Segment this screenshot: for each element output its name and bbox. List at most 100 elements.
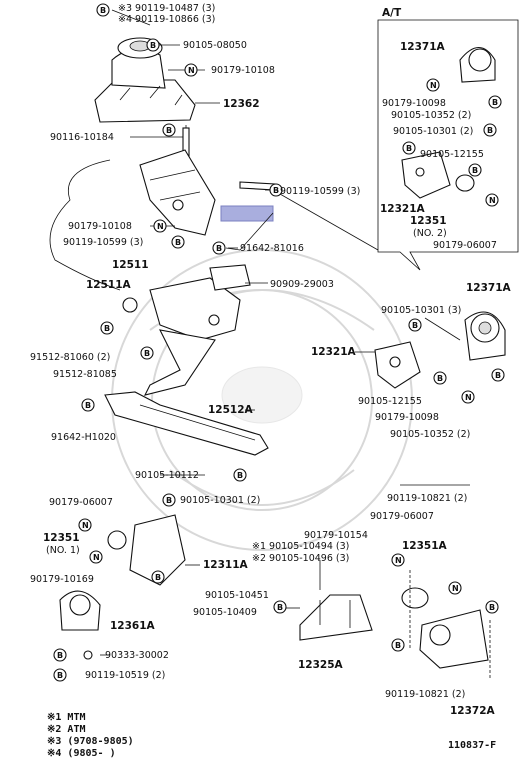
bubble-b[interactable]: B [140, 346, 154, 360]
label-90116-10184: 90116-10184 [50, 132, 114, 143]
svg-text:B: B [495, 371, 501, 380]
label-12361a: 12361A [110, 620, 156, 632]
svg-text:B: B [395, 641, 401, 650]
bubble-b[interactable]: B [433, 371, 447, 385]
bubble-b[interactable]: B [273, 600, 287, 614]
bubble-b[interactable]: B [212, 241, 226, 255]
label-90105-12155-at: 90105-12155 [420, 149, 484, 160]
bubble-b[interactable]: B [233, 468, 247, 482]
label-90119-10866: ※4 90119-10866 (3) [118, 14, 215, 25]
label-90333-30002: 90333-30002 [105, 650, 169, 661]
label-90119-10487: ※3 90119-10487 (3) [118, 3, 215, 14]
legend-item-2: ※2 ATM [47, 724, 85, 735]
bubble-b[interactable]: B [483, 123, 497, 137]
label-90105-10112: 90105-10112 [135, 470, 199, 481]
svg-text:B: B [273, 186, 279, 195]
bubble-markers: B B N B B N B B B B B B B B B N B N B B … [53, 3, 505, 682]
bubble-b[interactable]: B [391, 638, 405, 652]
at-parts-drawing [401, 46, 496, 199]
bubble-n[interactable]: N [461, 390, 475, 404]
bubble-b[interactable]: B [162, 123, 176, 137]
label-91512-81085: 91512-81085 [53, 369, 117, 380]
bubble-n[interactable]: N [78, 518, 92, 532]
label-12371a-right: 12371A [466, 282, 512, 294]
svg-text:N: N [93, 553, 100, 562]
bubble-n[interactable]: N [89, 550, 103, 564]
svg-text:B: B [237, 471, 243, 480]
highlight-box[interactable] [220, 205, 274, 222]
label-90119-10821-top: 90119-10821 (2) [387, 493, 467, 504]
svg-text:B: B [57, 671, 63, 680]
bubble-n[interactable]: N [448, 581, 462, 595]
label-90105-10451: 90105-10451 [205, 590, 269, 601]
bubble-b[interactable]: B [491, 368, 505, 382]
label-90179-10108-top: 90179-10108 [211, 65, 275, 76]
label-90105-12155-right: 90105-12155 [358, 396, 422, 407]
bubble-b[interactable]: B [162, 493, 176, 507]
label-12351a: 12351A [402, 540, 448, 552]
bubble-n[interactable]: N [391, 553, 405, 567]
bubble-b[interactable]: B [488, 95, 502, 109]
label-91642-h1020: 91642-H1020 [51, 432, 116, 443]
label-90909-29003: 90909-29003 [270, 279, 334, 290]
label-91642-81016: 91642-81016 [240, 243, 304, 254]
label-90105-10301-left: 90105-10301 (2) [180, 495, 260, 506]
legend-item-3: ※3 (9708-9805) [47, 736, 134, 747]
bubble-n[interactable]: N [153, 219, 167, 233]
crossmember-12512a-drawing [104, 391, 269, 456]
bubble-b[interactable]: B [468, 163, 482, 177]
svg-text:B: B [492, 98, 498, 107]
bubble-n[interactable]: N [485, 193, 499, 207]
at-box-label: A/T [382, 7, 402, 19]
label-90119-10599-left: 90119-10599 (3) [63, 237, 143, 248]
label-12351-left: 12351 [43, 532, 80, 544]
svg-text:B: B [100, 6, 106, 15]
label-90179-06007-left: 90179-06007 [49, 497, 113, 508]
svg-text:B: B [487, 126, 493, 135]
legend: ※1 MTM ※2 ATM ※3 (9708-9805) ※4 (9805- )… [47, 712, 496, 759]
label-90179-10169: 90179-10169 [30, 574, 94, 585]
bubble-b[interactable]: B [96, 3, 110, 17]
label-12321a-right: 12321A [311, 346, 357, 358]
svg-text:B: B [175, 238, 181, 247]
svg-text:N: N [452, 584, 459, 593]
label-12321a-at: 12321A [380, 203, 426, 215]
label-90179-10098-right: 90179-10098 [375, 412, 439, 423]
label-90179-10098-at: 90179-10098 [382, 98, 446, 109]
label-90119-10519: 90119-10519 (2) [85, 670, 165, 681]
bubble-b[interactable]: B [100, 321, 114, 335]
bubble-b[interactable]: B [53, 668, 67, 682]
bubble-b[interactable]: B [408, 318, 422, 332]
bubble-b[interactable]: B [53, 648, 67, 662]
svg-text:B: B [166, 126, 172, 135]
label-12362: 12362 [223, 98, 260, 110]
bubble-b[interactable]: B [485, 600, 499, 614]
label-90179-10108-left: 90179-10108 [68, 221, 132, 232]
bubble-b[interactable]: B [269, 183, 283, 197]
svg-text:B: B [57, 651, 63, 660]
svg-text:B: B [216, 244, 222, 253]
mount-12372a-drawing [401, 570, 491, 680]
watermark [111, 249, 413, 551]
bubble-n[interactable]: N [426, 78, 440, 92]
bubble-b[interactable]: B [151, 570, 165, 584]
bubble-b[interactable]: B [402, 141, 416, 155]
label-90179-06007-right: 90179-06007 [370, 511, 434, 522]
label-90105-10301-right: 90105-10301 (3) [381, 305, 461, 316]
svg-text:N: N [82, 521, 89, 530]
bubble-n[interactable]: N [184, 63, 198, 77]
bubble-b[interactable]: B [81, 398, 95, 412]
mount-12311a-drawing [59, 514, 186, 660]
label-12351-at: 12351 [410, 215, 447, 227]
svg-text:B: B [489, 603, 495, 612]
bubble-b[interactable]: B [171, 235, 185, 249]
label-90119-10821-bottom: 90119-10821 (2) [385, 689, 465, 700]
mount-12325a-drawing [299, 594, 373, 641]
label-90105-10494: ※1 90105-10494 (3) [252, 541, 349, 552]
label-91512-81060: 91512-81060 (2) [30, 352, 110, 363]
svg-text:N: N [188, 66, 195, 75]
label-12371a-at: 12371A [400, 41, 446, 53]
part-labels: ※3 90119-10487 (3) ※4 90119-10866 (3) 90… [30, 3, 512, 717]
bubble-b[interactable]: B [146, 38, 160, 52]
